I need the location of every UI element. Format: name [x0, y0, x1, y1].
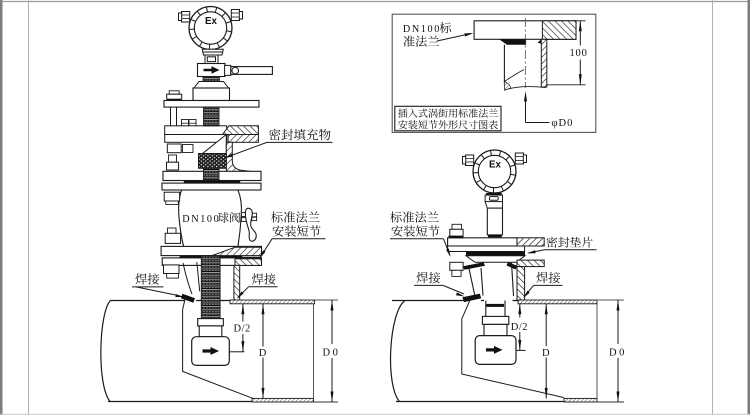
- svg-text:D/2: D/2: [234, 324, 251, 335]
- svg-text:D0: D0: [609, 348, 627, 359]
- svg-text:DN100: DN100: [403, 24, 441, 35]
- svg-text:D0: D0: [323, 348, 341, 359]
- svg-text:D: D: [259, 348, 267, 359]
- svg-text:D: D: [542, 348, 550, 359]
- svg-text:φD0: φD0: [552, 118, 574, 129]
- svg-text:DN100: DN100: [182, 214, 220, 225]
- svg-text:100: 100: [570, 48, 588, 59]
- svg-text:Ex: Ex: [489, 159, 502, 170]
- svg-text:D/2: D/2: [511, 322, 528, 333]
- svg-text:Ex: Ex: [205, 16, 218, 27]
